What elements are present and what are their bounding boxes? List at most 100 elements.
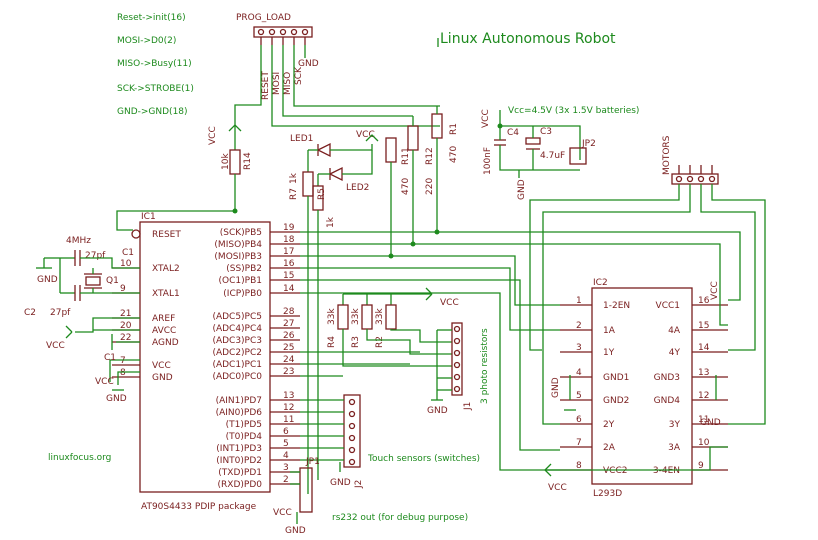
ic1-right-num-9: 25 (283, 343, 294, 353)
c4-ref: C4 (507, 128, 519, 138)
photo-resistors: VCC 33k R4 33k R3 33k R2 GND J1 3 photo … (300, 287, 490, 416)
touch-note: Touch sensors (switches) (367, 454, 480, 464)
touch-sensors: GND J2 Touch sensors (switches) (300, 394, 480, 489)
r14-value: 10k (221, 153, 231, 170)
power-note: Vcc=4.5V (3x 1.5V batteries) (508, 106, 639, 116)
ic2-left-name-1: 1A (603, 326, 616, 336)
ic1-left-num-2: 9 (120, 284, 126, 294)
r5-ref: R5 (317, 188, 327, 200)
prog-load-header: PROG_LOAD RESET MOSI MISO SCK GND (236, 13, 319, 100)
vcc-aref-label: VCC (46, 341, 65, 351)
ic1-right-num-11: 23 (283, 367, 294, 377)
r1-value: 470 (449, 146, 459, 163)
r3-value: 33k (351, 308, 361, 325)
c1-ref: C1 (122, 248, 134, 258)
ic1-right-name-13: (AIN0)PD6 (216, 408, 263, 418)
ic2-left-name-6: 2A (603, 443, 616, 453)
note-reset: Reset->init(16) (117, 13, 186, 23)
ic1-left-num-5: 22 (120, 333, 131, 343)
ic2-right-name-2: 4Y (669, 348, 681, 358)
ic1-left-num-6: 7 (120, 356, 126, 366)
ic1-right-num-5: 14 (283, 284, 295, 294)
ic2-right-num-3: 13 (698, 368, 709, 378)
note-sck: SCK->STROBE(1) (117, 84, 194, 94)
ic1-right-name-19: (RXD)PD0 (218, 480, 263, 490)
gnd-ic2-label: GND (551, 377, 561, 398)
r7-value: 1k (289, 172, 299, 184)
power-section: VCC Vcc=4.5V (3x 1.5V batteries) C4 100n… (481, 106, 639, 200)
ic1-right-num-3: 16 (283, 259, 295, 269)
ic2-left-num-5: 6 (576, 415, 582, 425)
gnd-power-label: GND (517, 179, 527, 200)
rs232-header: JP1 VCC GND rs232 out (for debug purpose… (273, 457, 468, 536)
prog-pin-sck: SCK (294, 66, 304, 85)
ic1-right-name-1: (MISO)PB4 (214, 240, 262, 250)
ic2-left-name-2: 1Y (603, 348, 615, 358)
vcc-ic2-right-label: VCC (710, 281, 720, 300)
ic1-right-num-13: 12 (283, 403, 294, 413)
ic2-left-num-2: 3 (576, 343, 582, 353)
r2-value: 33k (375, 308, 385, 325)
vcc-r14-label: VCC (208, 126, 218, 145)
ic2-left-num-6: 7 (576, 438, 582, 448)
ic2-left-num-3: 4 (576, 368, 582, 378)
ic1-right-name-10: (ADC1)PC1 (212, 360, 262, 370)
led2-ref: LED2 (346, 183, 369, 193)
note-mosi: MOSI->D0(2) (117, 36, 176, 46)
vcc-photo-label: VCC (440, 298, 459, 308)
ic1-left-name-3: AREF (152, 314, 175, 324)
ic2-right-name-6: 3A (668, 443, 681, 453)
ic1-right-num-12: 13 (283, 391, 294, 401)
ic1-microcontroller: IC1 AT90S4433 PDIP package (131, 212, 271, 512)
ic1-right-num-14: 11 (283, 415, 294, 425)
ic2-right-num-6: 10 (698, 438, 710, 448)
ic2-right-name-1: 4A (668, 326, 681, 336)
ic1-left-name-1: XTAL2 (152, 264, 180, 274)
r1-ref: R1 (449, 123, 459, 135)
r5-value: 1k (326, 216, 336, 228)
r4-ref: R4 (327, 336, 337, 348)
ic1-right-name-4: (OC1)PB1 (219, 276, 262, 286)
ic2-left-name-0: 1-2EN (603, 301, 630, 311)
ic1-right-name-16: (INT1)PD3 (216, 444, 262, 454)
ic2-right-num-5: 11 (698, 415, 709, 425)
ic2-part: L293D (593, 489, 622, 499)
ic1-ref: IC1 (141, 212, 156, 222)
ic2-left-num-0: 1 (576, 296, 582, 306)
ic2-right-name-7: 3-4EN (653, 466, 680, 476)
ic1-right-name-17: (INT0)PD2 (216, 456, 262, 466)
ic2-left-num-1: 2 (576, 321, 582, 331)
ic1-right-name-11: (ADC0)PC0 (212, 372, 262, 382)
photo-note: 3 photo resistors (480, 328, 490, 404)
ic1-right-name-12: (AIN1)PD7 (216, 396, 262, 406)
note-miso: MISO->Busy(11) (117, 59, 192, 69)
ic1-right-name-3: (SS)PB2 (226, 264, 262, 274)
ic2-right-name-3: GND3 (654, 373, 680, 383)
prog-load-label: PROG_LOAD (236, 13, 291, 23)
ic1-right-name-9: (ADC2)PC2 (212, 348, 262, 358)
r14-ref: R14 (243, 152, 253, 170)
r2-ref: R2 (375, 336, 385, 348)
r7-ref: R7 (289, 188, 299, 200)
ic2-left-num-7: 8 (576, 461, 582, 471)
c-ref-unknown: C1 (104, 353, 116, 363)
ic1-left-num-3: 21 (120, 309, 131, 319)
ic1-right-num-6: 28 (283, 307, 295, 317)
c2-value: 27pf (50, 308, 71, 318)
ic1-right-num-19: 2 (283, 475, 289, 485)
ic1-left-name-7: GND (152, 373, 173, 383)
ic1-right-num-10: 24 (283, 355, 295, 365)
r12-ref: R12 (425, 147, 435, 165)
led-indicators: LED1 LED2 VCC (290, 130, 379, 193)
ic1-right-name-5: (ICP)PB0 (223, 289, 262, 299)
gnd-crystal-label: GND (37, 275, 58, 285)
resistor-r5: 1k R5 (312, 174, 336, 480)
ic1-right-name-15: (T0)PD4 (226, 432, 263, 442)
r3-ref: R3 (351, 336, 361, 348)
ic1-right-num-16: 5 (283, 439, 289, 449)
c4-value: 100nF (483, 147, 493, 175)
vcc-ic2-label: VCC (548, 483, 567, 493)
j2-ref: J2 (354, 480, 364, 489)
